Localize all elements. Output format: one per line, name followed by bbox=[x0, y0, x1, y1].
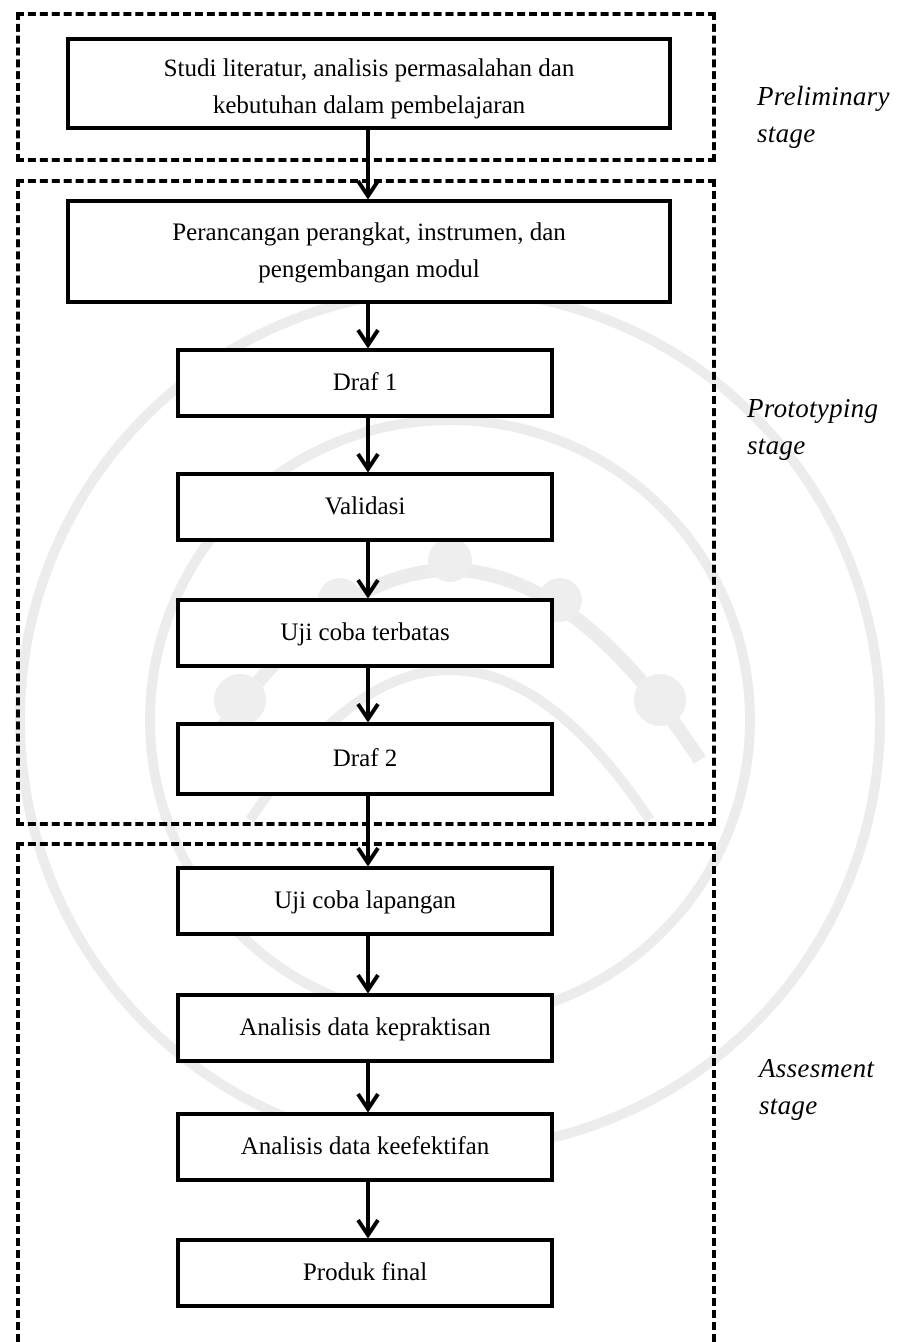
prototyping-stage-label-line2: stage bbox=[747, 430, 806, 461]
step-analisis-keefektifan-label: Analisis data keefektifan bbox=[240, 1132, 490, 1160]
step-studi-literatur-line2: kebutuhan dalam pembelajaran bbox=[212, 91, 526, 119]
assessment-stage-frame bbox=[16, 842, 716, 1342]
prototyping-stage-frame bbox=[16, 179, 716, 826]
step-uji-coba-terbatas: Uji coba terbatas bbox=[176, 598, 554, 668]
step-uji-coba-terbatas-label: Uji coba terbatas bbox=[280, 618, 450, 646]
step-draf-1: Draf 1 bbox=[176, 348, 554, 418]
step-uji-coba-lapangan: Uji coba lapangan bbox=[176, 866, 554, 936]
step-studi-literatur-line1: Studi literatur, analisis permasalahan d… bbox=[163, 55, 575, 83]
step-validasi-label: Validasi bbox=[324, 492, 406, 520]
assessment-stage-label-line1: Assesment bbox=[759, 1053, 875, 1083]
step-perancangan: Perancangan perangkat, instrumen, dan pe… bbox=[66, 199, 672, 304]
step-perancangan-line1: Perancangan perangkat, instrumen, dan bbox=[172, 219, 566, 247]
preliminary-stage-label-line2: stage bbox=[757, 118, 816, 149]
step-analisis-kepraktisan: Analisis data kepraktisan bbox=[176, 993, 554, 1063]
preliminary-stage-frame bbox=[16, 12, 716, 162]
step-analisis-keefektifan: Analisis data keefektifan bbox=[176, 1112, 554, 1182]
arrow-validasi-to-uji-coba-terbatas bbox=[356, 542, 380, 599]
step-validasi: Validasi bbox=[176, 472, 554, 542]
assessment-stage-label-line2: stage bbox=[759, 1090, 818, 1121]
arrow-uji-coba-terbatas-to-draf-2 bbox=[356, 668, 380, 723]
arrow-perancangan-to-draf-1 bbox=[356, 304, 380, 349]
arrow-analisis-kepraktisan-to-analisis-keefektifan bbox=[356, 1063, 380, 1113]
step-draf-2-label: Draf 2 bbox=[332, 744, 398, 772]
step-analisis-kepraktisan-label: Analisis data kepraktisan bbox=[239, 1013, 491, 1041]
arrow-analisis-keefektifan-to-produk-final bbox=[356, 1182, 380, 1239]
preliminary-stage-label: Preliminary stage bbox=[757, 78, 890, 153]
preliminary-stage-label-line1: Preliminary bbox=[757, 81, 890, 111]
arrow-studi-literatur-to-perancangan bbox=[356, 130, 380, 200]
step-draf-2: Draf 2 bbox=[176, 722, 554, 796]
arrow-draf-2-to-uji-coba-lapangan bbox=[356, 796, 380, 867]
assessment-stage-label: Assesment stage bbox=[759, 1050, 874, 1125]
step-draf-1-label: Draf 1 bbox=[332, 368, 398, 396]
step-produk-final: Produk final bbox=[176, 1238, 554, 1308]
step-studi-literatur: Studi literatur, analisis permasalahan d… bbox=[66, 37, 672, 130]
step-produk-final-label: Produk final bbox=[302, 1258, 428, 1286]
prototyping-stage-label: Prototyping stage bbox=[747, 390, 878, 465]
arrow-uji-coba-lapangan-to-analisis-kepraktisan bbox=[356, 936, 380, 994]
step-uji-coba-lapangan-label: Uji coba lapangan bbox=[274, 886, 456, 914]
arrow-draf-1-to-validasi bbox=[356, 418, 380, 473]
step-perancangan-line2: pengembangan modul bbox=[258, 255, 480, 283]
prototyping-stage-label-line1: Prototyping bbox=[747, 393, 879, 423]
